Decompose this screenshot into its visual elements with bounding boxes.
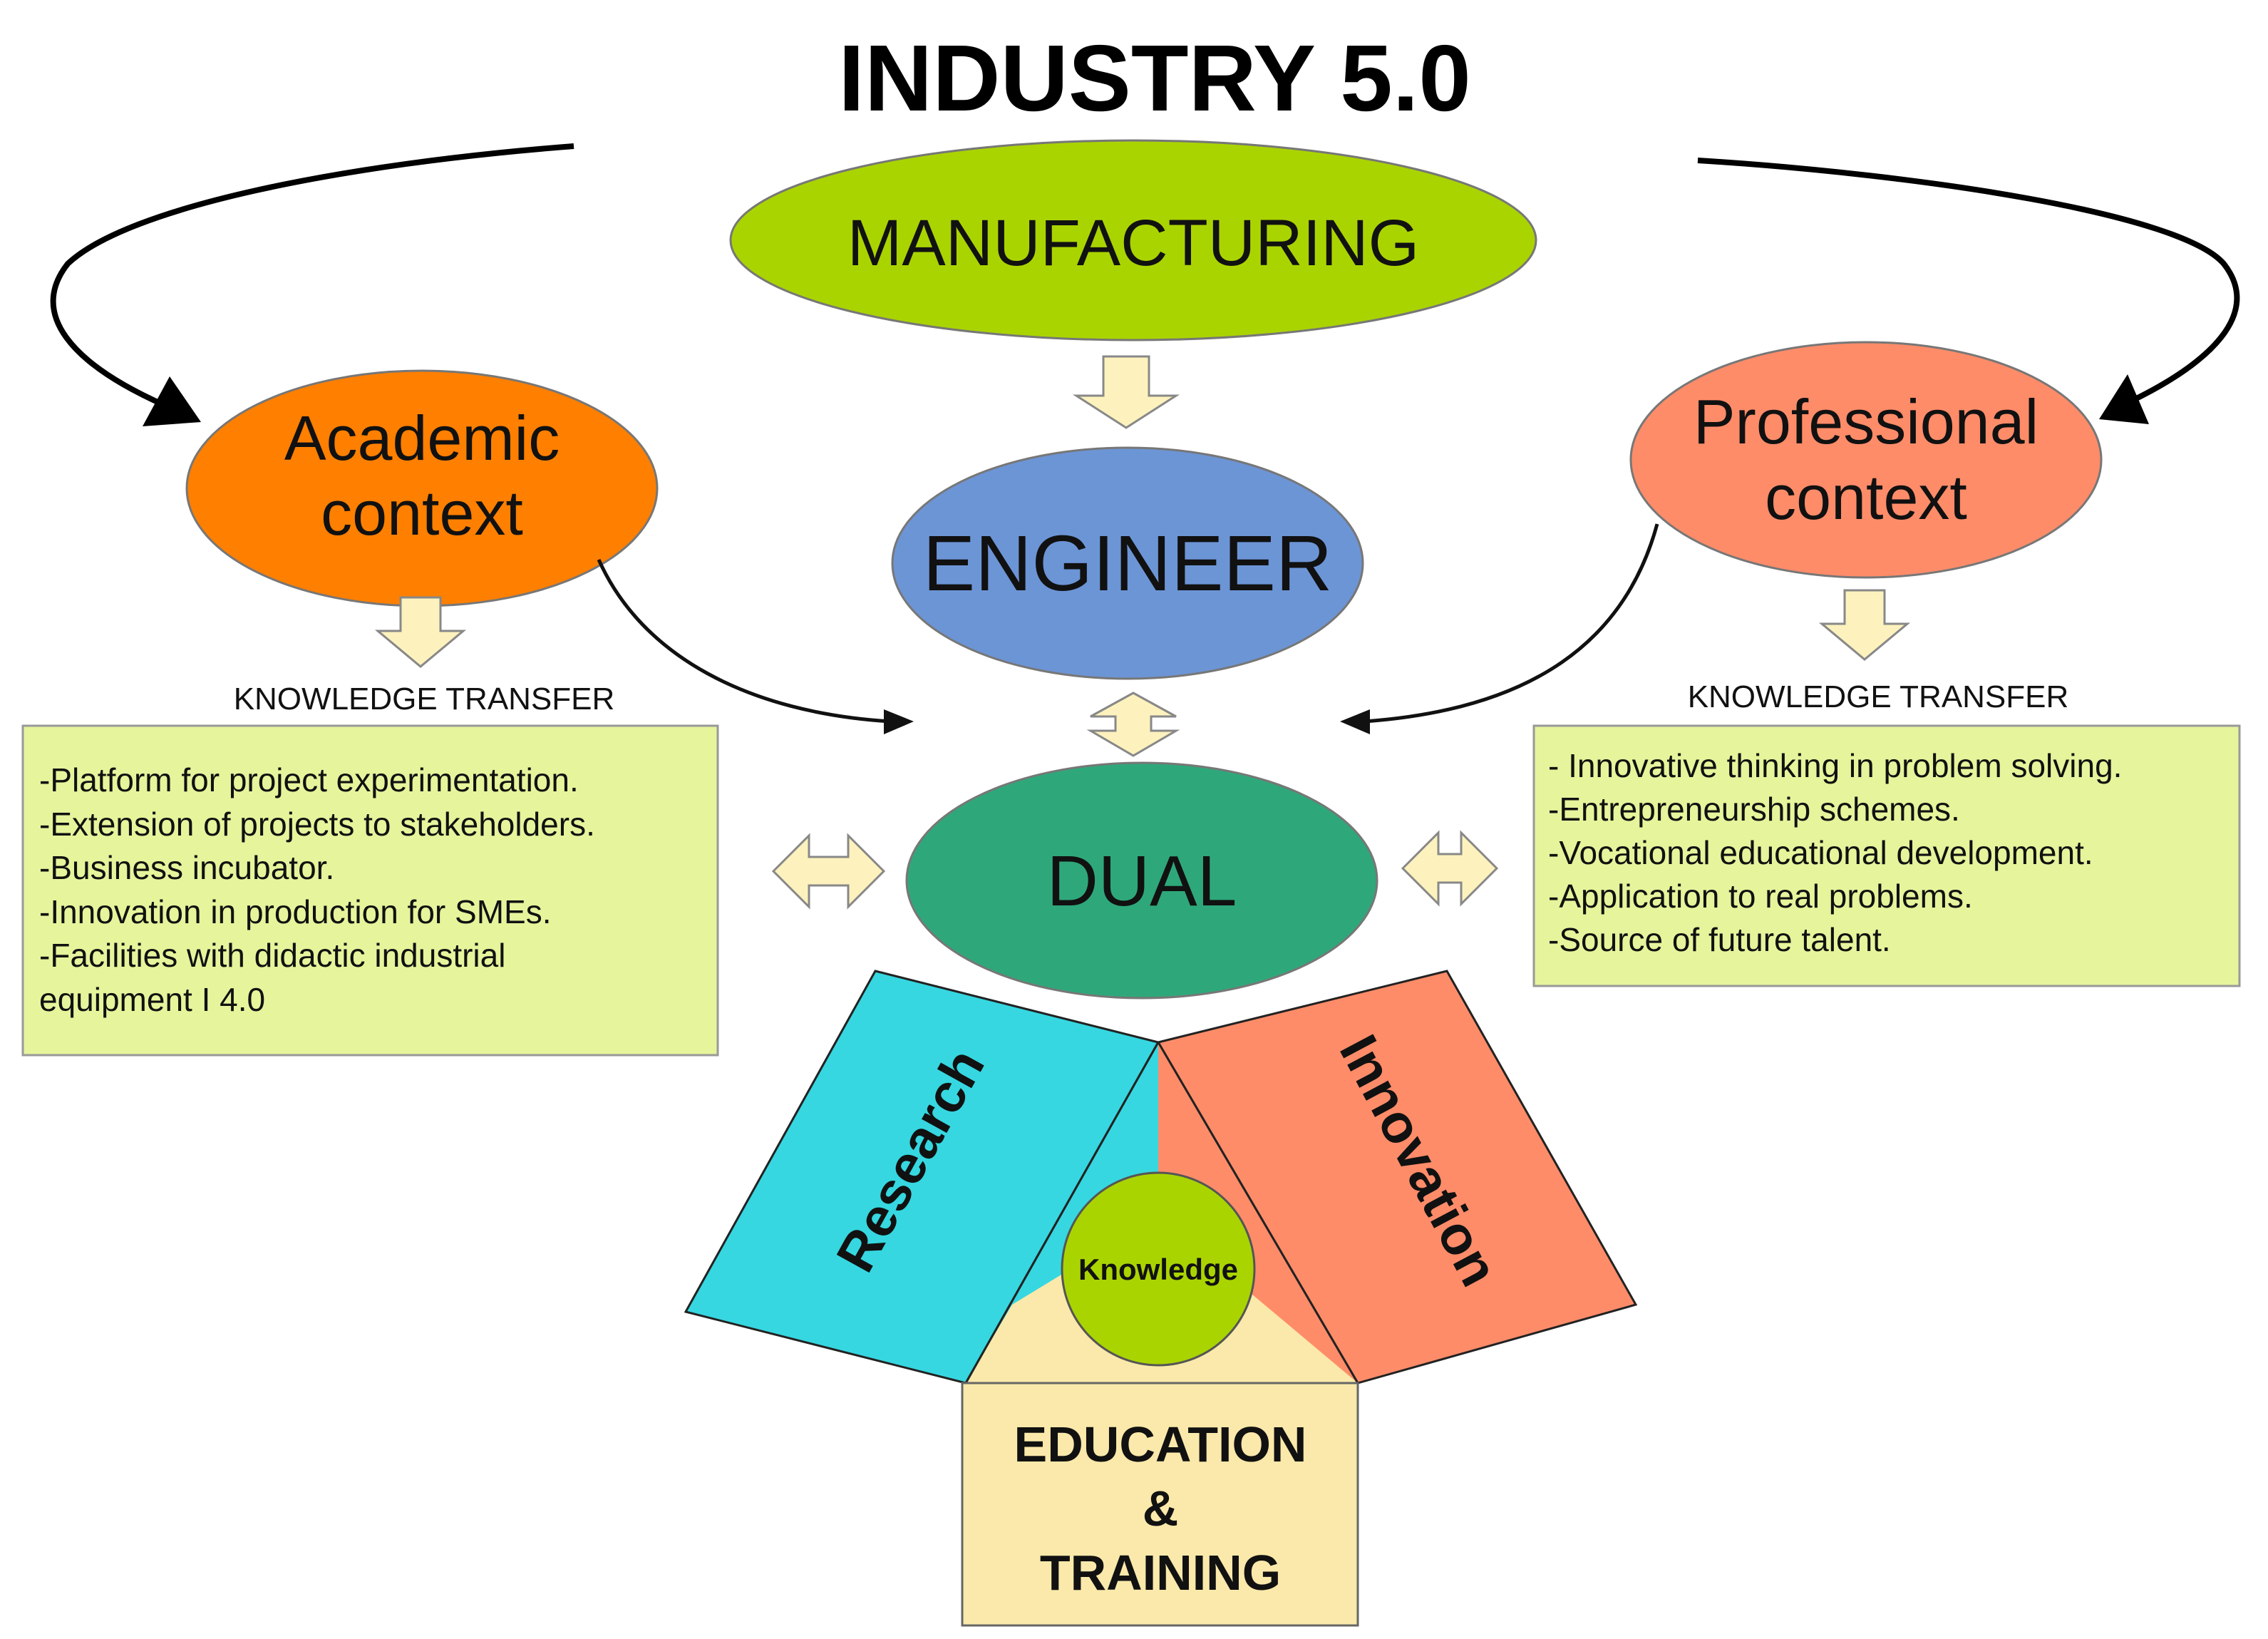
education-label-line2: & bbox=[1143, 1481, 1179, 1536]
academic-info-item: equipment I 4.0 bbox=[39, 981, 265, 1018]
academic-info-list: -Platform for project experimentation. -… bbox=[39, 761, 595, 1018]
education-label-line3: TRAINING bbox=[1040, 1545, 1281, 1601]
professional-info-item: -Entrepreneurship schemes. bbox=[1548, 791, 1960, 828]
dual-label: DUAL bbox=[1047, 841, 1237, 921]
knowledge-node bbox=[1061, 1171, 1256, 1367]
knowledge-transfer-label-left: KNOWLEDGE TRANSFER bbox=[234, 682, 615, 716]
arrow-down-professional bbox=[1818, 589, 1911, 661]
knowledge-label: Knowledge bbox=[1078, 1253, 1238, 1286]
roof-edge-right bbox=[1157, 1042, 1359, 1384]
education-label-line1: EDUCATION bbox=[1014, 1417, 1307, 1472]
academic-info-item: -Business incubator. bbox=[39, 849, 334, 886]
curved-arrow-left bbox=[50, 143, 574, 426]
professional-context-node bbox=[1629, 341, 2103, 579]
manufacturing-node bbox=[729, 139, 1537, 341]
academic-info-item: -Platform for project experimentation. bbox=[39, 761, 579, 798]
curved-arrow-right bbox=[1697, 158, 2240, 424]
professional-context-label-line2: context bbox=[1765, 462, 1967, 533]
professional-info-item: -Source of future talent. bbox=[1548, 921, 1891, 958]
professional-info-item: -Application to real problems. bbox=[1548, 878, 1973, 915]
curved-arrow-academic-to-dual bbox=[597, 558, 914, 734]
arrow-down-academic bbox=[374, 596, 467, 668]
professional-context-label-line1: Professional bbox=[1694, 386, 2038, 457]
academic-context-label-line2: context bbox=[321, 478, 523, 548]
academic-context-label-line1: Academic bbox=[284, 403, 560, 473]
manufacturing-label: MANUFACTURING bbox=[847, 207, 1419, 279]
engineer-label: ENGINEER bbox=[923, 520, 1333, 607]
roof-edge-left bbox=[964, 1042, 1160, 1384]
dual-node bbox=[905, 761, 1378, 1000]
education-training-box bbox=[961, 1382, 1359, 1627]
double-arrow-left-of-dual bbox=[771, 833, 886, 910]
diagram-title: INDUSTRY 5.0 bbox=[838, 26, 1471, 130]
academic-info-box bbox=[21, 724, 719, 1057]
academic-info-item: -Extension of projects to stakeholders. bbox=[39, 806, 595, 843]
professional-info-box bbox=[1532, 724, 2241, 987]
academic-info-item: -Facilities with didactic industrial bbox=[39, 937, 505, 974]
arrow-down-manufacturing bbox=[1072, 355, 1180, 429]
professional-info-item: -Vocational educational development. bbox=[1548, 834, 2093, 871]
professional-info-item: - Innovative thinking in problem solving… bbox=[1548, 747, 2122, 784]
engineer-node bbox=[891, 446, 1364, 680]
knowledge-transfer-label-right: KNOWLEDGE TRANSFER bbox=[1688, 679, 2069, 714]
double-arrow-engineer-dual bbox=[1086, 692, 1180, 757]
academic-info-item: -Innovation in production for SMEs. bbox=[39, 893, 551, 930]
curved-arrow-professional-to-dual bbox=[1340, 523, 1659, 734]
professional-info-list: - Innovative thinking in problem solving… bbox=[1548, 747, 2122, 958]
double-arrow-right-of-dual bbox=[1401, 830, 1499, 907]
